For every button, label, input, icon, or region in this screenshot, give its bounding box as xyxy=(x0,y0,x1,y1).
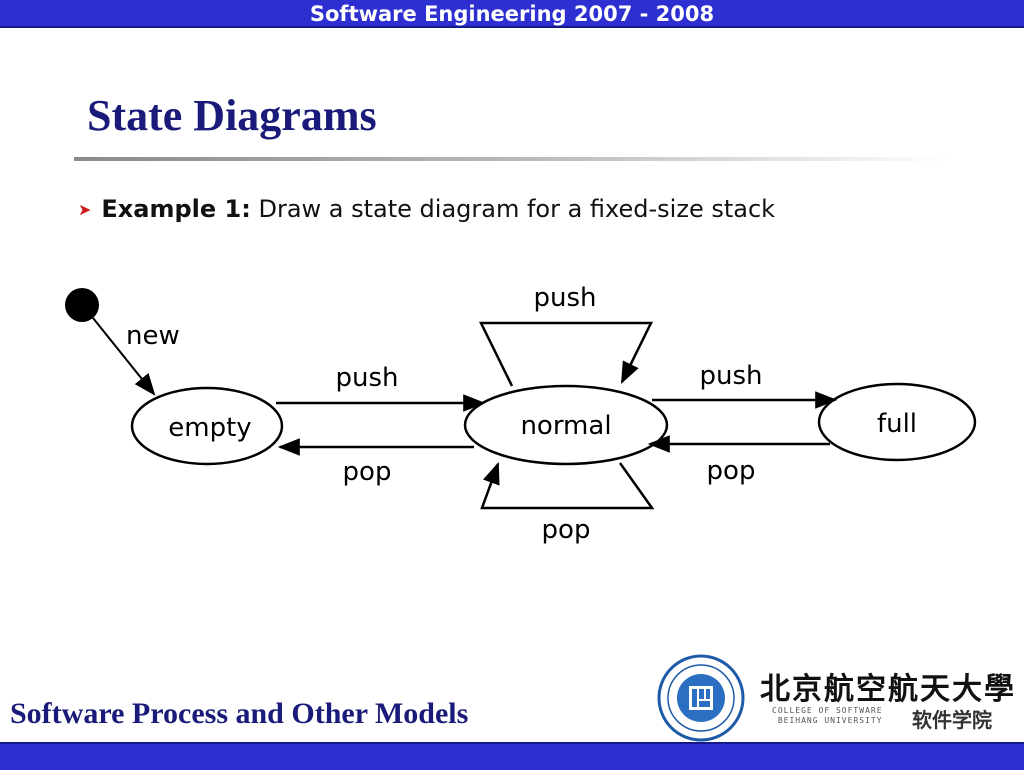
state-empty xyxy=(130,386,284,466)
pop-full-to-normal-label: pop xyxy=(707,456,756,486)
new-arrow xyxy=(92,317,156,396)
logo-english-line-1: COLLEGE OF SOFTWARE xyxy=(772,706,883,715)
state-full-label: full xyxy=(877,409,917,439)
state-normal-label: normal xyxy=(520,411,611,441)
bullet-label: Example 1: xyxy=(101,195,251,223)
pop-self-loop-label: pop xyxy=(542,515,591,545)
logo-chinese-name: 北京航空航天大學 xyxy=(760,672,1016,707)
college-logo: 北京航空航天大學 COLLEGE OF SOFTWARE BEIHANG UNI… xyxy=(760,664,1014,736)
footer-title: Software Process and Other Models xyxy=(10,697,469,730)
title-divider xyxy=(74,157,950,161)
state-diagram: new empty normal full push pop push pop … xyxy=(65,283,977,545)
header-bar: Software Engineering 2007 - 2008 xyxy=(0,0,1024,28)
state-empty-label: empty xyxy=(168,413,251,443)
push-self-loop-arrow xyxy=(478,321,654,387)
bullet-arrow-icon: ➤ xyxy=(78,200,92,219)
logo-english-line-2: BEIHANG UNIVERSITY xyxy=(777,716,883,725)
push-normal-to-full-label: push xyxy=(699,361,762,391)
bullet-item: ➤ Example 1: Draw a state diagram for a f… xyxy=(78,195,775,223)
state-normal xyxy=(463,384,669,466)
logo-college-chinese: 软件学院 xyxy=(912,708,992,732)
pop-normal-to-empty-label: pop xyxy=(343,457,392,487)
university-seal-icon xyxy=(657,654,745,742)
logo-english-name: COLLEGE OF SOFTWARE BEIHANG UNIVERSITY xyxy=(772,706,883,726)
push-self-loop-label: push xyxy=(533,283,596,313)
new-label: new xyxy=(126,321,180,351)
footer-bar xyxy=(0,742,1024,770)
initial-state-dot xyxy=(65,288,99,322)
slide-title: State Diagrams xyxy=(87,91,377,140)
state-full xyxy=(817,382,977,462)
push-empty-to-normal-label: push xyxy=(335,363,398,393)
course-title: Software Engineering 2007 - 2008 xyxy=(309,2,715,26)
bullet-text: Draw a state diagram for a fixed-size st… xyxy=(258,195,776,223)
pop-self-loop-arrow xyxy=(480,461,655,510)
